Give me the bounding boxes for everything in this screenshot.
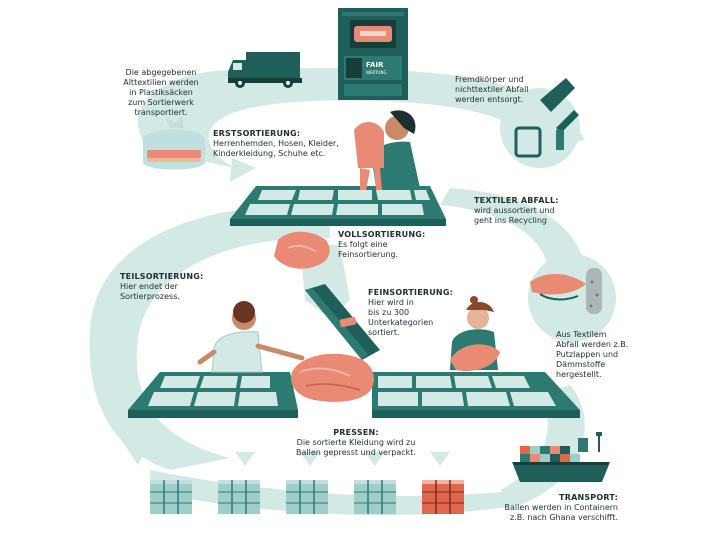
sorting-table-right bbox=[372, 372, 580, 418]
label-textiler-abfall: TEXTILER ABFALL: wird aussortiert und ge… bbox=[474, 196, 584, 226]
bales bbox=[150, 480, 464, 514]
arrow-down-3 bbox=[300, 452, 320, 466]
label-textiler-abfall-title: TEXTILER ABFALL: bbox=[474, 196, 559, 205]
flow-band-left bbox=[89, 204, 330, 471]
cargo-ship bbox=[512, 432, 610, 482]
worker-left bbox=[197, 301, 305, 373]
bale-5 bbox=[422, 480, 464, 514]
arrow-down-4 bbox=[365, 452, 385, 466]
arrow-down-5 bbox=[430, 452, 450, 466]
bale-1 bbox=[150, 480, 192, 514]
label-pressen-body: Die sortierte Kleidung wird zu Ballen ge… bbox=[296, 438, 416, 457]
label-feinsortierung-body: Hier wird in bis zu 300 Unterkategorien … bbox=[368, 298, 434, 337]
label-erstsortierung: ERSTSORTIERUNG: Herrenhemden, Hosen, Kle… bbox=[213, 129, 373, 159]
arrow-right-erst bbox=[230, 158, 256, 182]
worker-right bbox=[450, 296, 500, 372]
flow-band-top bbox=[137, 68, 585, 168]
arrow-down-1 bbox=[170, 452, 190, 466]
sorting-table-top bbox=[230, 186, 446, 226]
label-erstsortierung-title: ERSTSORTIERUNG: bbox=[213, 129, 301, 138]
label-recycling-products: Aus Textilem Abfall werden z.B. Putzlapp… bbox=[556, 330, 654, 380]
bale-2 bbox=[218, 480, 260, 514]
container-brand-sub: WERTUNG bbox=[366, 70, 386, 75]
label-bags: Die abgegebenen Alttextilien werden in P… bbox=[104, 68, 218, 118]
sorting-bins-top bbox=[245, 190, 430, 215]
label-vollsortierung-body: Es folgt eine Feinsortierung. bbox=[338, 240, 399, 259]
label-recycling-products-body: Aus Textilem Abfall werden z.B. Putzlapp… bbox=[556, 330, 629, 379]
label-pressen: PRESSEN: Die sortierte Kleidung wird zu … bbox=[268, 428, 444, 458]
clothing-heap-center bbox=[290, 353, 374, 402]
container-brand: FAIR bbox=[366, 61, 384, 69]
sorting-bins-right bbox=[378, 376, 556, 406]
ship-containers bbox=[520, 446, 580, 462]
label-teilsortierung: TEILSORTIERUNG: Hier endet der Sortierpr… bbox=[120, 272, 230, 302]
worker-top bbox=[354, 110, 420, 190]
label-teilsortierung-title: TEILSORTIERUNG: bbox=[120, 272, 204, 281]
label-textiler-abfall-body: wird aussortiert und geht ins Recycling bbox=[474, 206, 555, 225]
conveyor-belt bbox=[305, 284, 380, 360]
label-transport-title: TRANSPORT: bbox=[559, 493, 618, 502]
collection-container: FAIR WERTUNG bbox=[338, 8, 408, 100]
flow-band-bottom bbox=[150, 470, 520, 515]
label-transport: TRANSPORT: Ballen werden in Containern z… bbox=[486, 493, 618, 523]
clothing-pile-middle bbox=[274, 231, 330, 269]
label-feinsortierung: FEINSORTIERUNG: Hier wird in bis zu 300 … bbox=[368, 288, 468, 338]
label-pressen-title: PRESSEN: bbox=[333, 428, 379, 437]
recycling-products bbox=[528, 254, 616, 342]
label-bags-body: Die abgegebenen Alttextilien werden in P… bbox=[123, 68, 199, 117]
waste-items bbox=[500, 78, 580, 168]
arrow-teil-down bbox=[120, 438, 150, 465]
label-feinsortierung-title: FEINSORTIERUNG: bbox=[368, 288, 453, 297]
label-vollsortierung-title: VOLLSORTIERUNG: bbox=[338, 230, 426, 239]
label-fremdkoerper-body: Fremdkörper und nichttextiler Abfall wer… bbox=[455, 75, 529, 104]
arrow-down-2 bbox=[235, 452, 255, 466]
bale-4 bbox=[354, 480, 396, 514]
label-vollsortierung: VOLLSORTIERUNG: Es folgt eine Feinsortie… bbox=[338, 230, 438, 260]
label-fremdkoerper: Fremdkörper und nichttextiler Abfall wer… bbox=[455, 75, 565, 105]
plastic-bag bbox=[143, 116, 205, 170]
label-transport-body: Ballen werden in Containern z.B. nach Gh… bbox=[504, 503, 618, 522]
arrow-ship bbox=[505, 480, 528, 505]
label-teilsortierung-body: Hier endet der Sortierprozess. bbox=[120, 282, 180, 301]
sorting-bins-left bbox=[148, 376, 278, 406]
label-erstsortierung-body: Herrenhemden, Hosen, Kleider, Kinderklei… bbox=[213, 139, 339, 158]
sorting-table-left bbox=[128, 372, 298, 418]
bale-3 bbox=[286, 480, 328, 514]
delivery-truck bbox=[228, 52, 302, 88]
